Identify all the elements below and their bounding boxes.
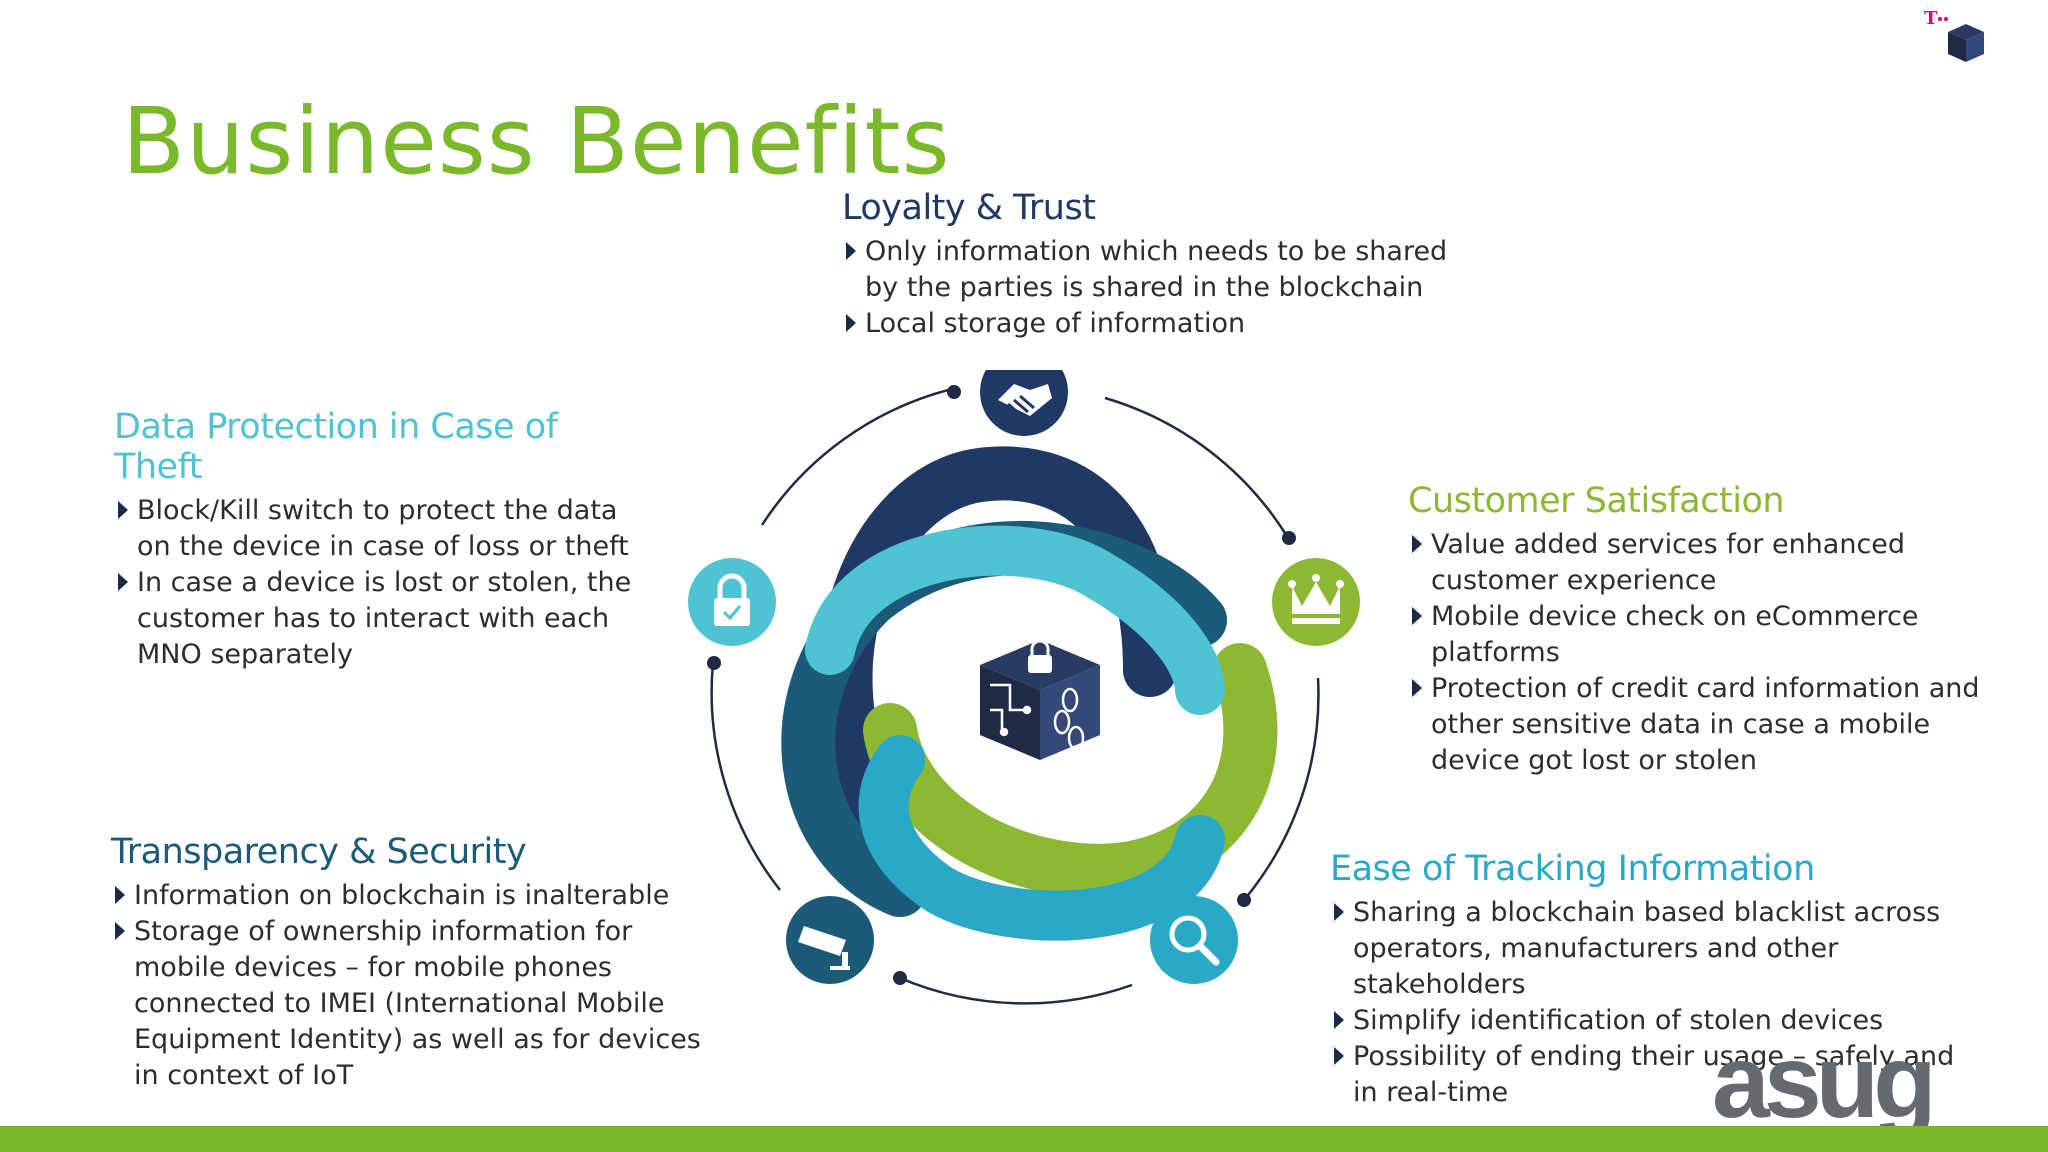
section-heading: Transparency & Security — [111, 832, 527, 872]
bullet-list: Sharing a blockchain based blacklist acr… — [1330, 895, 1980, 1111]
section-data-protection: Data Protection in Case of Theft Block/K… — [114, 407, 634, 673]
handshake-icon — [980, 370, 1068, 436]
list-item: In case a device is lost or stolen, the … — [114, 565, 634, 673]
list-item: Value added services for enhanced custom… — [1408, 527, 1988, 599]
list-item: Protection of credit card information an… — [1408, 671, 1988, 779]
teal-ribbon — [805, 525, 1225, 715]
search-icon — [1150, 896, 1238, 984]
section-ease-of-tracking: Ease of Tracking Information Sharing a b… — [1330, 849, 1980, 1111]
list-item: Possibility of ending their usage – safe… — [1330, 1039, 1980, 1111]
orbit-arcs — [710, 387, 1320, 1005]
page-title: Business Benefits — [122, 88, 951, 195]
list-item: Local storage of information — [842, 306, 1482, 342]
bullet-list: Value added services for enhanced custom… — [1408, 527, 1988, 779]
section-heading: Customer Satisfaction — [1408, 481, 1785, 521]
telekom-cube-logo: T — [1924, 8, 1984, 62]
list-item: Information on blockchain is inalterable — [111, 878, 731, 914]
lime-ribbon — [863, 643, 1278, 898]
cyan-ribbon — [858, 735, 1225, 941]
section-transparency-security: Transparency & Security Information on b… — [111, 832, 731, 1094]
list-item: Simplify identification of stolen device… — [1330, 1003, 1980, 1039]
footer-bar — [0, 1126, 2048, 1152]
svg-text:T: T — [1924, 8, 1938, 29]
asug-logo: asug — [1712, 1024, 1937, 1140]
list-item: Mobile device check on eCommerce platfor… — [1408, 599, 1988, 671]
list-item: Storage of ownership information for mob… — [111, 914, 731, 1094]
section-heading: Loyalty & Trust — [842, 188, 1096, 228]
section-customer-satisfaction: Customer Satisfaction Value added servic… — [1408, 481, 1988, 779]
list-item: Only information which needs to be share… — [842, 234, 1482, 306]
bullet-list: Block/Kill switch to protect the data on… — [114, 493, 634, 673]
camera-icon — [786, 896, 874, 984]
bullet-list: Only information which needs to be share… — [842, 234, 1482, 342]
list-item: Block/Kill switch to protect the data on… — [114, 493, 634, 565]
section-loyalty-trust: Loyalty & Trust Only information which n… — [842, 188, 1482, 342]
list-item: Sharing a blockchain based blacklist acr… — [1330, 895, 1980, 1003]
crown-icon — [1272, 558, 1360, 646]
section-heading: Data Protection in Case of Theft — [114, 407, 558, 487]
bullet-list: Information on blockchain is inalterable… — [111, 878, 731, 1094]
section-heading: Ease of Tracking Information — [1330, 849, 1815, 889]
lock-icon — [688, 558, 776, 646]
benefits-diagram — [688, 370, 1360, 1005]
blockchain-cube-icon — [980, 639, 1100, 760]
